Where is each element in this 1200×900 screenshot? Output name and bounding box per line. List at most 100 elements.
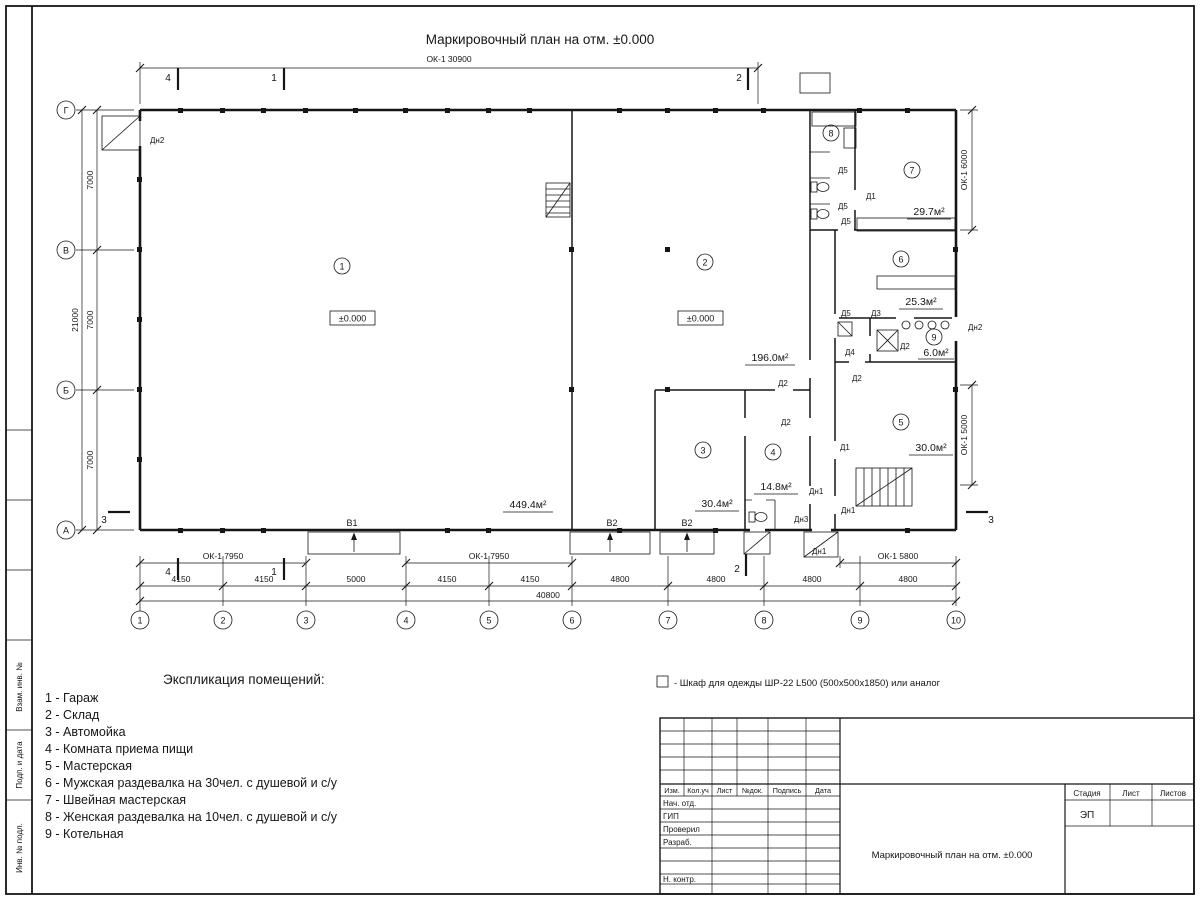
dim-bottom-1: 4150 (172, 574, 191, 584)
titleblock-listov-col: Листов (1160, 789, 1186, 798)
legend: Экспликация помещений: 1 - Гараж 2 - Скл… (45, 672, 941, 841)
room-2-area: 196.0м² (752, 352, 789, 364)
legend-item-9: 9 - Котельная (45, 827, 124, 841)
door-label-d5: Д5 (838, 166, 848, 175)
titleblock-role-nachotd: Нач. отд. (663, 799, 696, 808)
axis-col-2: 2 (220, 616, 225, 626)
door-label-dn1: Дн1 (812, 547, 827, 556)
room-4-area: 14.8м² (760, 481, 792, 493)
room-3-area: 30.4м² (701, 498, 733, 510)
titleblock-col-koluch: Кол.уч (687, 786, 709, 795)
door-label-d5: Д5 (841, 217, 851, 226)
toilet-icon (810, 181, 830, 193)
axis-col-3: 3 (303, 616, 308, 626)
door-label-dn2: Дн2 (150, 136, 165, 145)
legend-item-8: 8 - Женская раздевалка на 10чел. с душев… (45, 810, 338, 824)
titleblock-stage-value: ЭП (1080, 810, 1094, 821)
legend-item-3: 3 - Автомойка (45, 725, 126, 739)
titleblock-role-gip: ГИП (663, 812, 679, 821)
room-6-number: 6 (898, 255, 903, 265)
gate-label-v2: В2 (606, 518, 617, 528)
stairs-icon (545, 182, 571, 218)
dim-left-3: 7000 (85, 450, 95, 469)
legend-note: - Шкаф для одежды ШР-22 L500 (500x500x18… (674, 678, 941, 689)
titleblock-col-ndok: №док. (742, 786, 763, 795)
axis-row-v: В (63, 246, 69, 256)
shower-icon (837, 321, 853, 337)
frame-label-vzam: Взам. инв. № (15, 662, 24, 712)
room-7-area: 29.7м² (913, 206, 945, 218)
toilet-icon (810, 208, 830, 220)
door-label-d1: Д1 (866, 192, 876, 201)
titleblock-col-izm: Изм. (664, 786, 679, 795)
gate-label-v1: В1 (346, 518, 357, 528)
axis-col-1: 1 (137, 616, 142, 626)
sink-icons (901, 320, 950, 330)
door-labels: Дн2 Д5 Д1 Д5 Д5 Д5 Д3 Д2 Д4 Д2 Д2 Д2 Д1 … (150, 136, 983, 556)
plan-header: Маркировочный план на отм. ±0.000 ОК-1 3… (135, 32, 763, 104)
room-1-number: 1 (339, 262, 344, 272)
titleblock-role-razrab: Разраб. (663, 838, 692, 847)
door-label-dn1: Дн1 (841, 506, 856, 515)
frame-label-podp: Подп. и дата (15, 741, 24, 789)
axis-col-5: 5 (486, 616, 491, 626)
legend-heading: Экспликация помещений: (163, 672, 325, 687)
titleblock-stage-col: Стадия (1073, 789, 1100, 798)
legend-item-7: 7 - Швейная мастерская (45, 793, 186, 807)
door-label-d2: Д2 (852, 374, 862, 383)
door-label-d1: Д1 (840, 443, 850, 452)
axis-col-10: 10 (951, 616, 961, 626)
room-8-number: 8 (828, 129, 833, 139)
fixtures (545, 72, 956, 523)
section-1-bottom: 1 (271, 567, 277, 578)
axis-col-8: 8 (761, 616, 766, 626)
door-label-d2: Д2 (781, 418, 791, 427)
titleblock-doc-title: Маркировочный план на отм. ±0.000 (872, 850, 1033, 861)
gates (101, 115, 839, 558)
section-3-left: 3 (101, 515, 107, 526)
sheet-frame: Взам. инв. № Подп. и дата Инв. № подл. (5, 5, 1195, 895)
axis-row-a: А (63, 526, 69, 536)
door-label-d5: Д5 (838, 202, 848, 211)
titleblock-list-col: Лист (1122, 789, 1140, 798)
door-label-d5: Д5 (841, 309, 851, 318)
dim-ok-bottom-right: ОК-1 5800 (878, 551, 919, 561)
legend-item-1: 1 - Гараж (45, 691, 99, 705)
gate-label-v2: В2 (681, 518, 692, 528)
section-3-right: 3 (988, 515, 994, 526)
legend-item-2: 2 - Склад (45, 708, 100, 722)
titleblock-col-list: Лист (717, 786, 733, 795)
section-4-bottom: 4 (165, 567, 171, 578)
dimensions: ОК-1 7950 ОК-1 7950 ОК-1 5800 4150 4150 … (70, 105, 978, 606)
boiler-icon (876, 329, 899, 352)
entrance-porch (743, 531, 771, 555)
entrance-porch (101, 115, 141, 151)
titleblock-col-podpis: Подпись (773, 786, 802, 795)
dim-bottom-4: 4150 (438, 574, 457, 584)
entrance-porch (803, 531, 839, 558)
dim-bottom-3: 5000 (347, 574, 366, 584)
room-9-number: 9 (931, 333, 936, 343)
axis-col-6: 6 (569, 616, 574, 626)
legend-item-4: 4 - Комната приема пищи (45, 742, 193, 756)
dim-bottom-total: 40800 (536, 590, 560, 600)
dim-left-1: 7000 (85, 170, 95, 189)
titleblock-role-proveril: Проверил (663, 825, 700, 834)
dim-left-2: 7000 (85, 310, 95, 329)
dim-ok-bottom-left: ОК-1 7950 (203, 551, 244, 561)
room-1-elevation: ±0.000 (339, 314, 366, 324)
section-2-top: 2 (736, 73, 742, 84)
stairs-icon (855, 467, 913, 507)
toilet-icon (748, 511, 768, 523)
room-4-number: 4 (770, 448, 775, 458)
room-1-area: 449.4м² (510, 499, 547, 511)
title-block: Изм. Кол.уч Лист №док. Подпись Дата Нач.… (659, 717, 1195, 895)
door-label-d2: Д2 (900, 342, 910, 351)
frame-label-inv: Инв. № подл. (15, 823, 24, 873)
axis-col-9: 9 (857, 616, 862, 626)
room-6-area: 25.3м² (905, 296, 937, 308)
door-label-d2: Д2 (778, 379, 788, 388)
door-label-d3: Д3 (871, 309, 881, 318)
